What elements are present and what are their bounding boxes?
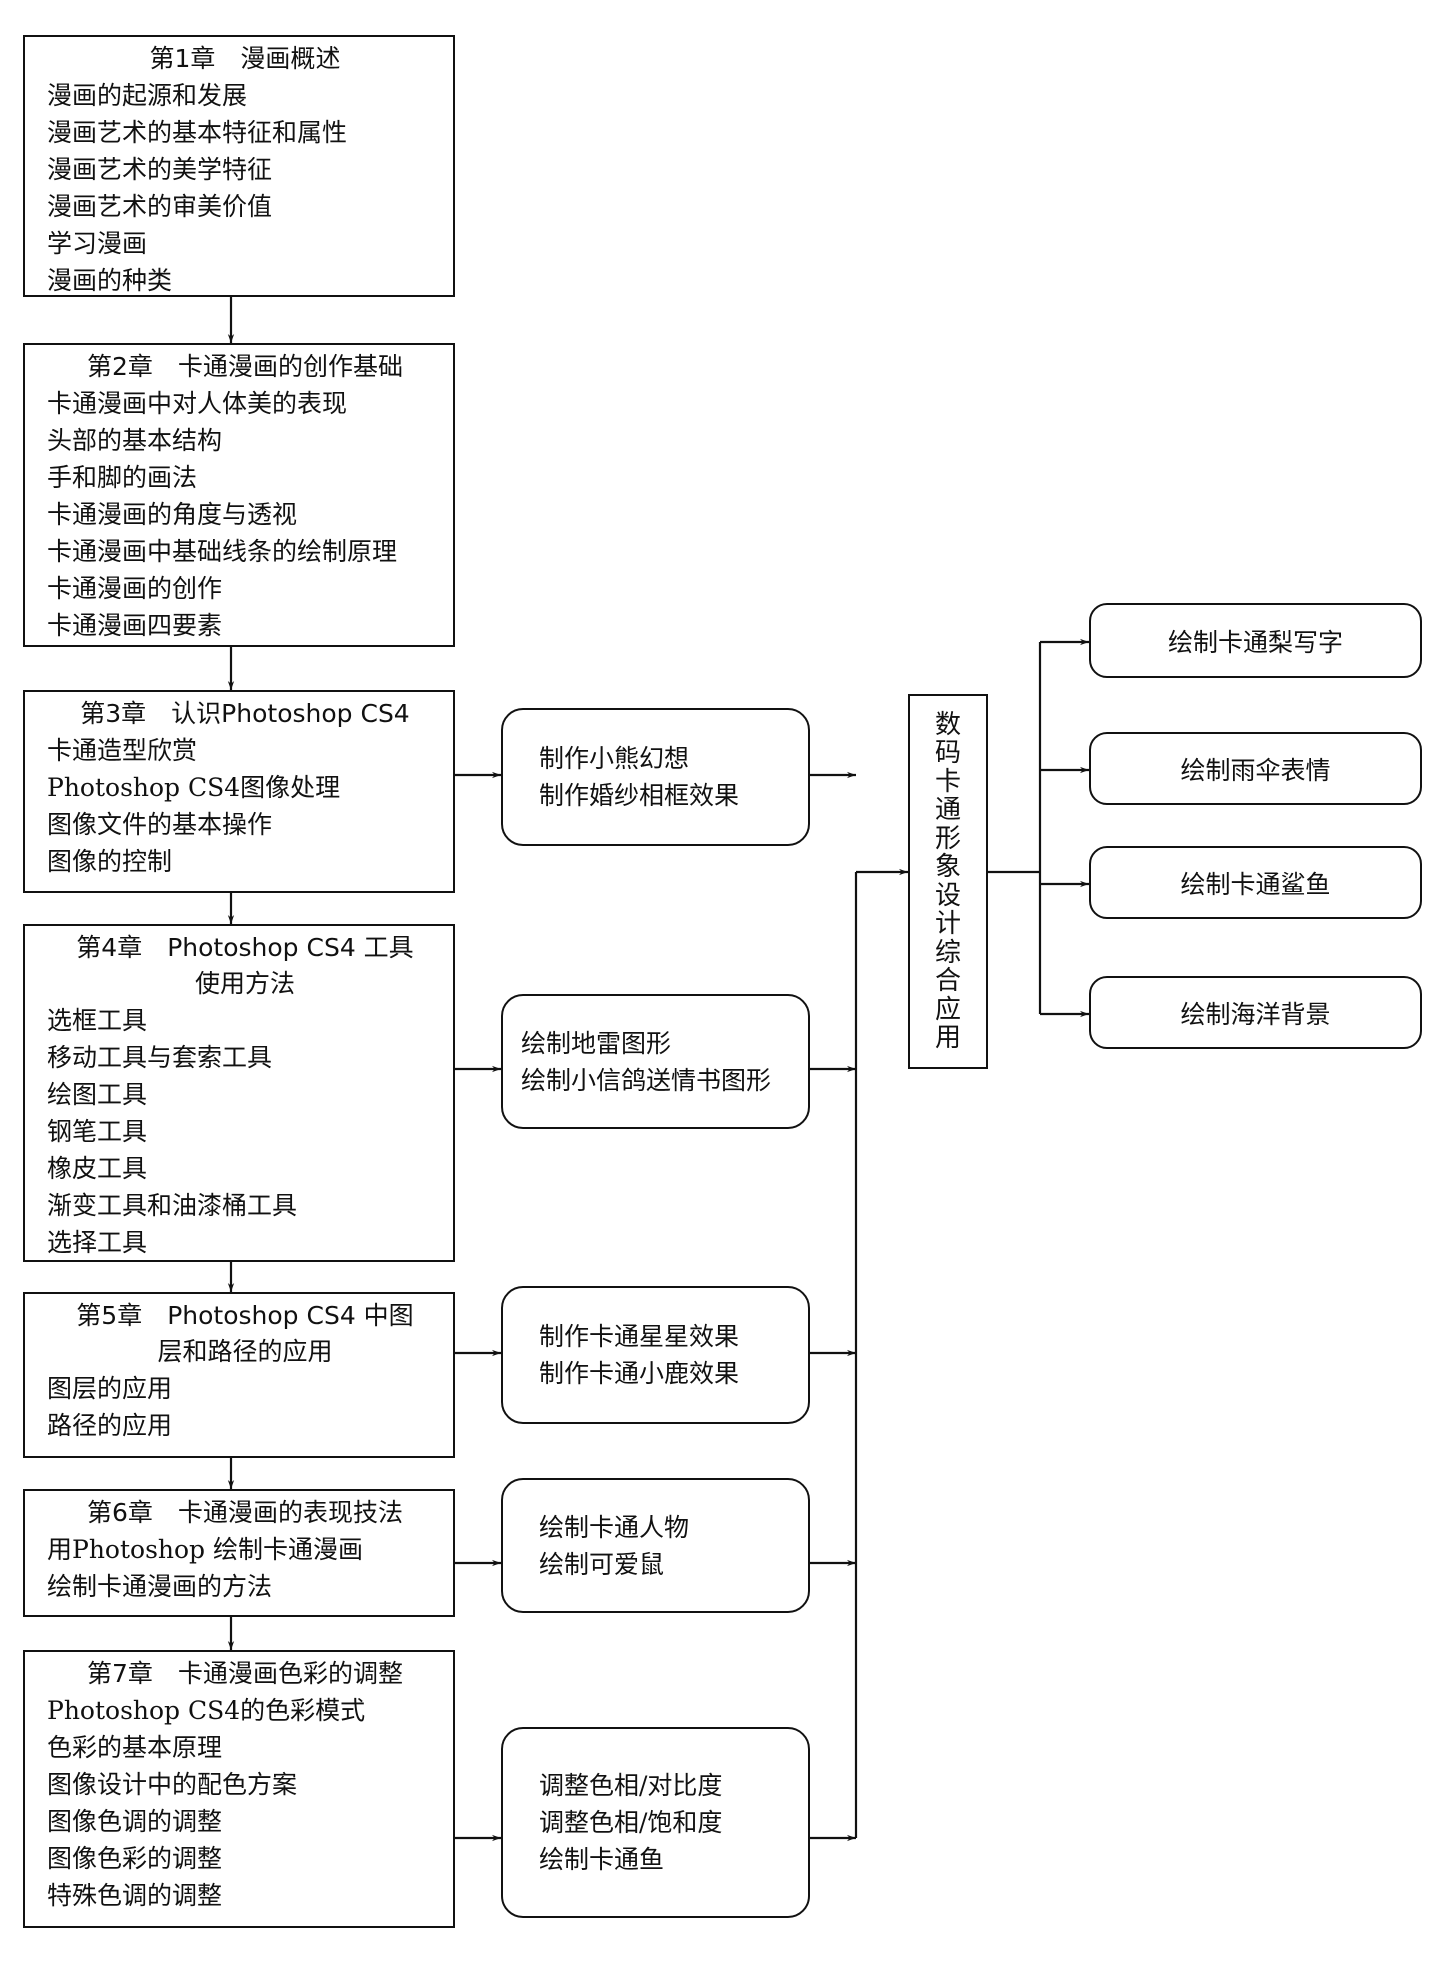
chapter-item: 图层的应用 (47, 1374, 173, 1403)
chapter-item: 渐变工具和油漆桶工具 (47, 1191, 298, 1220)
chapter-title: 第3章 认识Photoshop CS4 (80, 699, 410, 728)
chapter-3-box: 第3章 认识Photoshop CS4 卡通造型欣赏 Photoshop CS4… (23, 690, 455, 893)
summary-char: 设 (934, 880, 961, 911)
summary-char: 合 (934, 966, 961, 996)
chapter-item: 图像的控制 (47, 847, 173, 876)
chapter-item: Photoshop CS4图像处理 (47, 773, 341, 802)
project-item: 调整色相/对比度 (539, 1771, 723, 1800)
output-label: 绘制海洋背景 (1180, 999, 1331, 1029)
summary-char: 用 (934, 1023, 961, 1053)
project-item: 绘制小信鸽送情书图形 (521, 1065, 772, 1095)
project-item: 制作卡通小鹿效果 (539, 1359, 740, 1388)
chapter-item: 卡通漫画的角度与透视 (47, 500, 298, 529)
project-item: 绘制卡通鱼 (539, 1845, 665, 1874)
chapter-item: 手和脚的画法 (47, 463, 198, 492)
chapter-1-box: 第1章 漫画概述 漫画的起源和发展 漫画艺术的基本特征和属性 漫画艺术的美学特征… (23, 35, 455, 297)
chapter-item: 钢笔工具 (47, 1117, 148, 1146)
chapter-item: 图像色彩的调整 (47, 1844, 223, 1873)
chapter-item: 特殊色调的调整 (47, 1881, 223, 1910)
output-box-2: 绘制雨伞表情 (1089, 732, 1422, 805)
chapter-item: 漫画的起源和发展 (47, 81, 248, 110)
chapter-title: 第4章 Photoshop CS4 工具 (76, 933, 414, 962)
summary-char: 综 (934, 937, 961, 968)
chapter-item: 图像文件的基本操作 (47, 810, 273, 839)
project-box-1: 制作小熊幻想 制作婚纱相框效果 (501, 708, 810, 846)
project-item: 制作小熊幻想 (539, 744, 690, 773)
chapter-item: 橡皮工具 (47, 1154, 148, 1183)
chapter-item: 图像色调的调整 (47, 1807, 223, 1836)
project-item: 绘制卡通人物 (539, 1512, 690, 1542)
chapter-item: 漫画艺术的美学特征 (47, 155, 273, 184)
chapter-item: 卡通漫画四要素 (47, 611, 223, 640)
project-box-2: 绘制地雷图形 绘制小信鸽送情书图形 (501, 994, 810, 1129)
summary-char: 应 (934, 994, 961, 1025)
summary-char: 计 (934, 909, 961, 939)
chapter-item: 漫画的种类 (47, 266, 173, 295)
chapter-item: 选框工具 (47, 1006, 148, 1035)
summary-char: 数 (934, 709, 961, 740)
chapter-title: 第2章 卡通漫画的创作基础 (87, 352, 403, 381)
project-item: 制作卡通星星效果 (539, 1322, 740, 1351)
output-label: 绘制雨伞表情 (1180, 755, 1331, 785)
chapter-item: 漫画艺术的基本特征和属性 (47, 118, 348, 147)
chapter-title: 第1章 漫画概述 (149, 44, 341, 73)
chapter-title: 第7章 卡通漫画色彩的调整 (87, 1659, 403, 1688)
chapter-item: 卡通漫画中基础线条的绘制原理 (47, 537, 398, 566)
output-label: 绘制卡通鲨鱼 (1180, 869, 1331, 899)
chapter-item: 头部的基本结构 (47, 426, 223, 455)
chapter-2-box: 第2章 卡通漫画的创作基础 卡通漫画中对人体美的表现 头部的基本结构 手和脚的画… (23, 343, 455, 647)
chapter-item: 路径的应用 (47, 1411, 173, 1440)
chapter-item: 移动工具与套索工具 (47, 1043, 273, 1072)
output-box-4: 绘制海洋背景 (1089, 976, 1422, 1049)
project-item: 调整色相/饱和度 (539, 1808, 723, 1837)
output-box-1: 绘制卡通梨写字 (1089, 603, 1422, 678)
chapter-item: 卡通漫画中对人体美的表现 (47, 389, 348, 418)
project-item: 制作婚纱相框效果 (539, 781, 740, 810)
summary-char: 象 (934, 852, 961, 882)
project-item: 绘制可爱鼠 (539, 1549, 665, 1579)
chapter-item: Photoshop CS4的色彩模式 (47, 1696, 366, 1725)
chapter-item: 用Photoshop 绘制卡通漫画 (47, 1535, 364, 1564)
chapter-title-line-2: 使用方法 (194, 969, 295, 998)
chapter-4-box: 第4章 Photoshop CS4 工具 使用方法 选框工具 移动工具与套索工具… (23, 924, 455, 1262)
chapter-title-line-2: 层和路径的应用 (157, 1337, 333, 1366)
chapter-item: 漫画艺术的审美价值 (47, 192, 273, 221)
summary-char: 卡 (934, 766, 961, 797)
output-label: 绘制卡通梨写字 (1167, 627, 1343, 657)
chapter-item: 绘制卡通漫画的方法 (47, 1572, 273, 1601)
summary-char: 形 (934, 823, 961, 854)
project-box-5: 调整色相/对比度 调整色相/饱和度 绘制卡通鱼 (501, 1727, 810, 1918)
summary-char: 通 (934, 795, 961, 825)
chapter-item: 学习漫画 (47, 229, 148, 258)
chapter-item: 绘图工具 (47, 1080, 148, 1109)
chapter-item: 图像设计中的配色方案 (47, 1770, 298, 1799)
chapter-item: 色彩的基本原理 (47, 1733, 223, 1762)
project-box-4: 绘制卡通人物 绘制可爱鼠 (501, 1478, 810, 1613)
summary-box: 数 码 卡 通 形 象 设 计 综 合 应 用 (908, 694, 988, 1069)
chapter-5-box: 第5章 Photoshop CS4 中图 层和路径的应用 图层的应用 路径的应用 (23, 1292, 455, 1458)
chapter-item: 卡通造型欣赏 (47, 736, 198, 765)
chapter-7-box: 第7章 卡通漫画色彩的调整 Photoshop CS4的色彩模式 色彩的基本原理… (23, 1650, 455, 1928)
chapter-title: 第5章 Photoshop CS4 中图 (76, 1301, 414, 1330)
chapter-6-box: 第6章 卡通漫画的表现技法 用Photoshop 绘制卡通漫画 绘制卡通漫画的方… (23, 1489, 455, 1617)
output-box-3: 绘制卡通鲨鱼 (1089, 846, 1422, 919)
project-item: 绘制地雷图形 (521, 1028, 672, 1058)
chapter-item: 选择工具 (47, 1228, 148, 1257)
chapter-item: 卡通漫画的创作 (47, 574, 223, 603)
chapter-title: 第6章 卡通漫画的表现技法 (87, 1498, 403, 1527)
project-box-3: 制作卡通星星效果 制作卡通小鹿效果 (501, 1286, 810, 1424)
summary-char: 码 (934, 738, 961, 768)
